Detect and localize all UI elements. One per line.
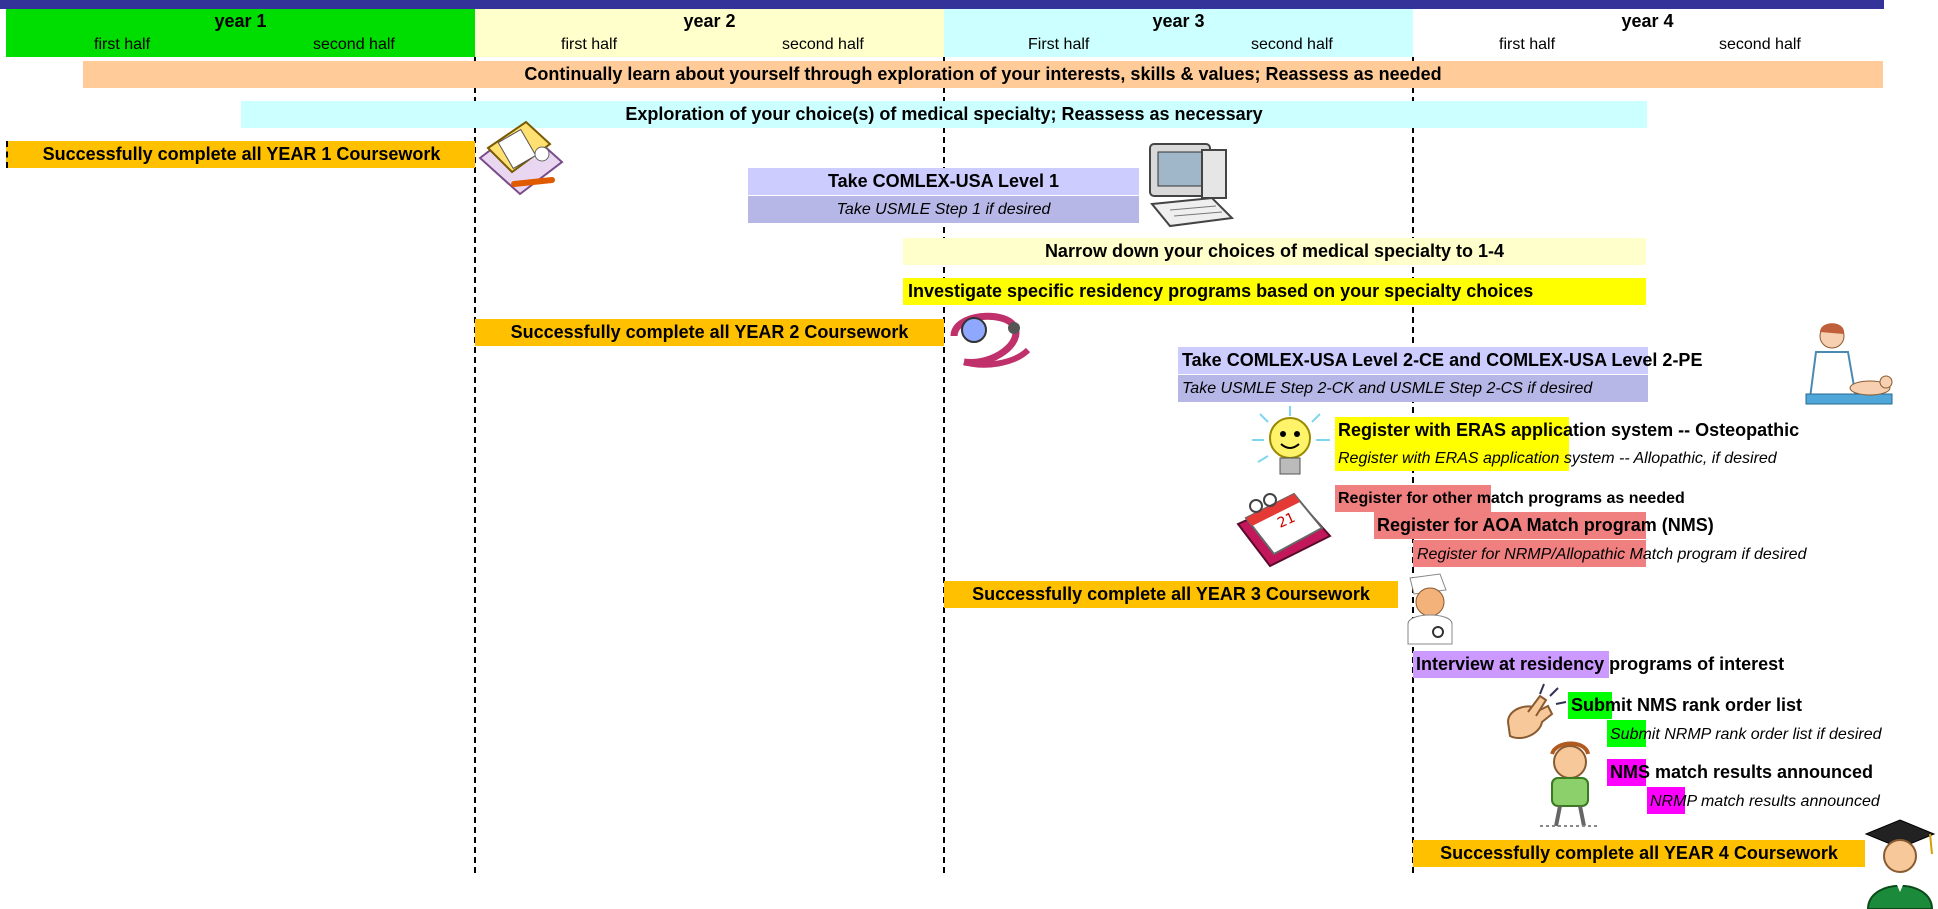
nms-results-highlight xyxy=(1607,759,1646,786)
year-4-header: year 4 first half second half xyxy=(1413,9,1882,57)
usmle-step-1-bar: Take USMLE Step 1 if desired xyxy=(748,196,1139,223)
narrow-specialty-bar: Narrow down your choices of medical spec… xyxy=(903,238,1646,265)
second-half-label: second half xyxy=(1251,36,1333,53)
year-title: year 1 xyxy=(214,11,267,31)
calendar-icon: 21 xyxy=(1236,492,1332,568)
nrmp-rank-highlight xyxy=(1607,720,1646,747)
stethoscope-icon xyxy=(950,312,1031,368)
eras-allopathic-highlight xyxy=(1335,444,1569,471)
other-match-label: Register for other match programs as nee… xyxy=(1338,490,1685,507)
year-divider xyxy=(943,57,945,873)
year-title: year 3 xyxy=(1152,11,1205,31)
second-half-label: second half xyxy=(782,36,864,53)
investigate-residency-bar: Investigate specific residency programs … xyxy=(903,278,1646,305)
year-title: year 2 xyxy=(683,11,736,31)
folder-icon xyxy=(478,120,564,196)
year-title: year 4 xyxy=(1621,11,1674,31)
aoa-match-label: Register for AOA Match program (NMS) xyxy=(1377,515,1714,535)
comlex-level-2-label: Take COMLEX-USA Level 2-CE and COMLEX-US… xyxy=(1182,350,1703,370)
specialty-exploration-bar: Exploration of your choice(s) of medical… xyxy=(241,101,1647,128)
nms-results-label: NMS match results announced xyxy=(1610,762,1874,782)
waiting-person-icon xyxy=(1540,741,1600,827)
nrmp-register-highlight xyxy=(1413,540,1646,567)
continual-learning-bar: Continually learn about yourself through… xyxy=(83,61,1883,88)
year-2-coursework-bar: Successfully complete all YEAR 2 Coursew… xyxy=(475,319,944,346)
year-1-coursework-bar: Successfully complete all YEAR 1 Coursew… xyxy=(6,141,475,168)
comlex-level-1-bar: Take COMLEX-USA Level 1 xyxy=(748,168,1139,195)
aoa-match-highlight xyxy=(1374,512,1646,539)
year-divider xyxy=(474,57,476,873)
comlex-level-2-highlight xyxy=(1178,347,1648,374)
year-3-coursework-bar: Successfully complete all YEAR 3 Coursew… xyxy=(944,581,1398,608)
fingers-crossed-icon xyxy=(1506,683,1567,740)
second-half-label: second half xyxy=(1719,36,1801,53)
surgeon-icon xyxy=(1407,573,1453,645)
year-2-header: year 2 first half second half xyxy=(475,9,944,57)
first-half-label: First half xyxy=(1028,36,1090,53)
year-4-coursework-bar: Successfully complete all YEAR 4 Coursew… xyxy=(1413,840,1865,867)
lightbulb-icon xyxy=(1252,406,1330,475)
svg-text:21: 21 xyxy=(1275,510,1298,532)
first-half-label: first half xyxy=(94,36,151,53)
first-half-label: first half xyxy=(561,36,618,53)
first-half-label: first half xyxy=(1499,36,1556,53)
interview-label: Interview at residency programs of inter… xyxy=(1416,654,1785,674)
nms-rank-highlight xyxy=(1568,692,1612,719)
nrmp-results-label: NRMP match results announced xyxy=(1650,793,1880,810)
nrmp-rank-label: Submit NRMP rank order list if desired xyxy=(1610,726,1882,743)
interview-highlight xyxy=(1413,651,1609,678)
eras-allopathic-label: Register with ERAS application system --… xyxy=(1338,450,1777,467)
other-match-highlight xyxy=(1335,485,1491,512)
top-bar xyxy=(0,0,1884,9)
doctor-patient-icon xyxy=(1805,323,1893,405)
second-half-label: second half xyxy=(313,36,395,53)
eras-osteopathic-label: Register with ERAS application system --… xyxy=(1338,420,1800,440)
nms-rank-label: Submit NMS rank order list xyxy=(1571,695,1803,715)
usmle-step-2-bar: Take USMLE Step 2-CK and USMLE Step 2-CS… xyxy=(1178,375,1648,402)
year-3-header: year 3 First half second half xyxy=(944,9,1413,57)
year-1-header: year 1 first half second half xyxy=(6,9,475,57)
computer-icon xyxy=(1149,143,1235,228)
nrmp-register-label: Register for NRMP/Allopathic Match progr… xyxy=(1417,546,1807,563)
graduate-icon xyxy=(1864,819,1936,909)
nrmp-results-highlight xyxy=(1647,787,1685,814)
eras-osteopathic-highlight xyxy=(1335,417,1569,444)
